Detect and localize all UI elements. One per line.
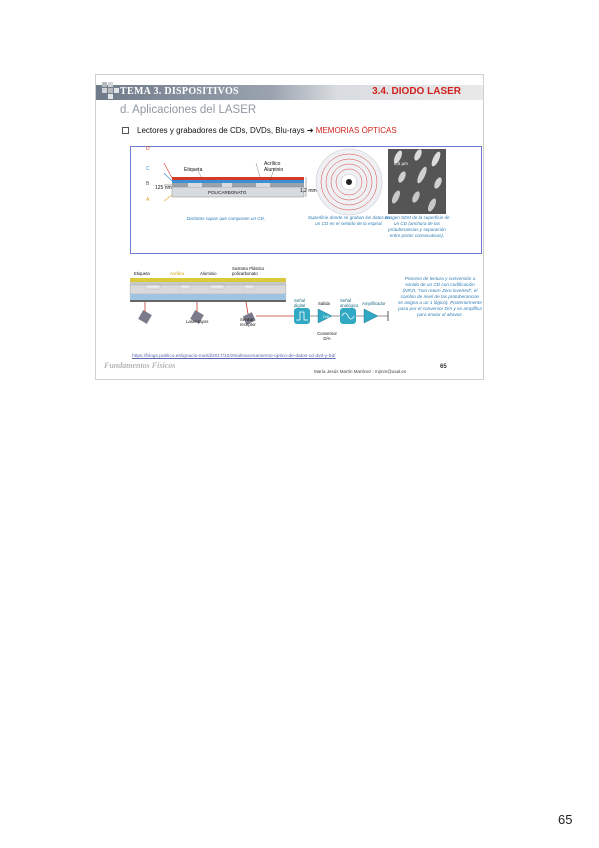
arrow-icon: ➔ [306,126,314,135]
layer-letter-d: D [146,146,150,152]
header-bar [96,85,483,100]
layer-letter-a: A [146,197,150,203]
readout-label-salida: Salida [318,301,330,306]
header-decoration [102,82,120,102]
cd-readout-diagram [129,278,389,325]
author-credit: María Jesús Martín Martínez : mjmm@usal.… [314,369,407,374]
course-watermark: Fundamentos Físicos [104,361,176,370]
readout-label-dac: D/A [323,315,330,319]
readout-label-digital: Señal digital [294,298,306,308]
sem-image: 0,5 µm [388,149,446,214]
sem-pits-image [388,149,446,214]
layer-letter-c: C [146,166,150,172]
label-acrilico: Acrílico [264,161,281,167]
caption-layers: Distintas capas que componen un CD. [186,216,266,221]
readout-label-converter: Conversor D/A [317,331,337,341]
readout-label-etiqueta: Etiqueta [134,271,150,276]
layer-letter-b: B [146,181,150,187]
readout-label-sensor: Sensor receptor [240,317,256,327]
section-title: d. Aplicaciones del LASER [120,104,257,116]
page-number: 65 [558,812,573,827]
slide-number: 65 [440,364,447,370]
source-link[interactable]: https://blogs.publico.es/ignacio-martil/… [132,354,336,359]
sem-scale-label: 0,5 µm [394,161,408,166]
readout-label-aluminio: Aluminio [200,271,217,276]
readout-label-amplificador: Amplificador [362,301,386,306]
label-125nm: 125 nm [155,185,172,191]
process-description: Proceso de lectura y conversión a sonido… [398,276,482,317]
label-etiqueta: Etiqueta [184,167,203,173]
label-aluminio: Aluminio [264,167,284,173]
bullet-highlight: MEMORIAS ÓPTICAS [315,126,397,135]
label-policarbonato: POLICARBONATO [208,190,247,195]
readout-label-acrilico: Acrílico [170,271,185,276]
tema-title: TEMA 3. DISPOSITIVOS [120,86,239,97]
section-tag: 3.4. DIODO LASER [372,86,461,97]
caption-sem: Imagen SEM de la superficie de un CD (an… [384,215,450,238]
slide: TEMA 3. DISPOSITIVOS 3.4. DIODO LASER d.… [95,74,484,380]
readout-label-laser: Laser rayos [186,319,209,324]
cd-spiral-image [315,148,383,216]
caption-spiral: Superficie donde se graban los datos en … [307,215,391,226]
readout-label-sustrato: Sustrato Plástico policarbonato [232,266,265,276]
cd-layers-diagram [163,162,307,202]
label-1-2mm: 1,2 mm [300,188,317,194]
cd-images-panel [130,146,482,254]
readout-label-analog: Señal analógica [340,298,359,308]
bullet-text: Lectores y grabadores de CDs, DVDs, Blu-… [137,126,305,135]
bullet-line: Lectores y grabadores de CDs, DVDs, Blu-… [122,126,397,135]
bullet-square-icon [122,127,129,135]
